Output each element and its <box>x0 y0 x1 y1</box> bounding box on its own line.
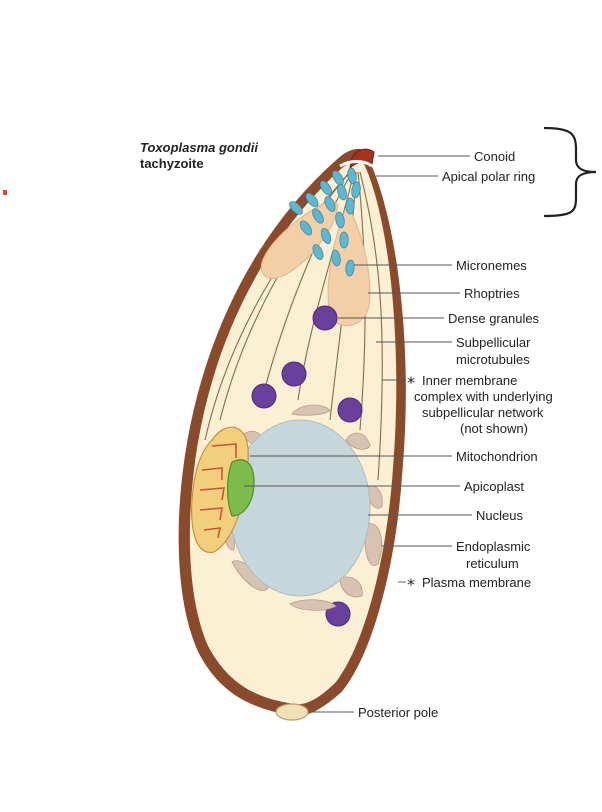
leader-lines <box>244 155 472 713</box>
label-subpellicular-1: Subpellicular <box>456 335 531 350</box>
microneme <box>324 196 336 212</box>
label-micronemes: Micronemes <box>456 258 527 273</box>
endoplasmic-reticulum <box>223 404 383 611</box>
microneme <box>312 244 324 260</box>
dense-granule <box>312 305 338 331</box>
label-mitochondrion: Mitochondrion <box>456 449 538 464</box>
label-apicoplast: Apicoplast <box>464 479 524 494</box>
microneme <box>331 249 341 267</box>
microneme <box>345 259 355 277</box>
dense-granule <box>251 383 277 409</box>
microneme <box>339 231 349 249</box>
asterisk-imc: * <box>407 373 415 392</box>
dense-granule <box>281 361 307 387</box>
label-er-2: reticulum <box>466 556 519 571</box>
microneme <box>305 192 319 208</box>
dense-granule <box>337 397 363 423</box>
microneme <box>319 180 333 196</box>
label-er-1: Endoplasmic <box>456 539 531 554</box>
microneme <box>335 211 345 229</box>
mitochondrion <box>191 426 249 553</box>
microneme <box>312 208 324 224</box>
label-apical-polar-ring: Apical polar ring <box>442 169 535 184</box>
label-imc-2: complex with underlying <box>414 389 553 404</box>
microneme <box>320 227 332 245</box>
label-subpellicular-2: microtubules <box>456 352 530 367</box>
microneme <box>299 220 313 236</box>
label-rhoptries: Rhoptries <box>464 286 520 301</box>
label-plasma-membrane: Plasma membrane <box>422 575 531 590</box>
nucleus <box>229 419 371 597</box>
apicoplast <box>226 459 255 517</box>
label-posterior-pole: Posterior pole <box>358 705 438 720</box>
label-imc-3: subpellicular network <box>422 405 544 420</box>
edge-mark <box>3 190 7 195</box>
apical-complex-bracket <box>543 126 597 218</box>
label-dense-granules: Dense granules <box>448 311 540 326</box>
conoid <box>339 148 375 170</box>
posterior-pole <box>275 703 309 721</box>
microneme <box>289 201 303 215</box>
label-conoid: Conoid <box>474 149 515 164</box>
microneme <box>345 197 355 215</box>
label-nucleus: Nucleus <box>476 508 523 523</box>
microneme <box>351 181 361 199</box>
title-species: Toxoplasma gondii <box>140 140 258 155</box>
microneme <box>347 167 357 185</box>
asterisk-plasma-membrane: * <box>407 575 415 594</box>
label-imc-1: Inner membrane <box>422 373 517 388</box>
micronemes <box>289 167 361 277</box>
microneme <box>337 183 347 201</box>
label-imc-4: (not shown) <box>460 421 528 436</box>
title-stage: tachyzoite <box>140 156 204 171</box>
